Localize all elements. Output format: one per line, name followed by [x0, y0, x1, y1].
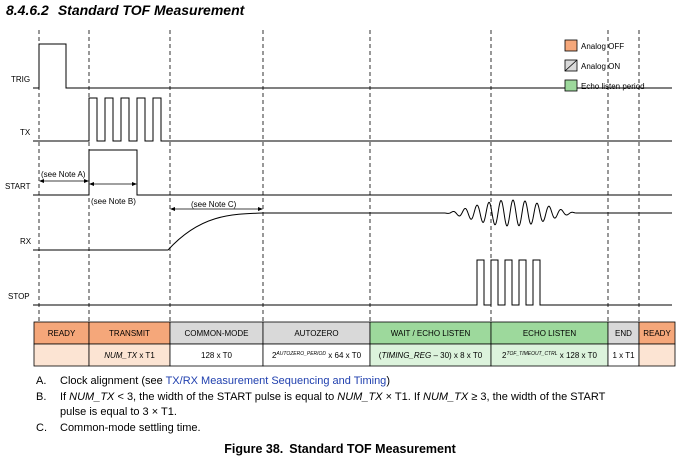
note-c-arrowhead-right — [258, 207, 263, 211]
legend-label-echo-listen: Echo listen period — [581, 82, 645, 91]
legend: Analog OFF Analog ON Echo listen period — [564, 39, 645, 92]
duration-echo-exponent: TOF_TIMEOUT_CTRL — [506, 351, 557, 357]
note-a-arrowhead-right — [84, 179, 89, 183]
duration-echo-listen: 2TOF_TIMEOUT_CTRL x 128 x T0 — [502, 351, 597, 360]
duration-transmit-var: NUM_TX — [104, 351, 138, 360]
signal-label-tx: TX — [20, 128, 31, 137]
note-c-arrowhead-left — [170, 207, 175, 211]
phase-label-wait-echo: WAIT / ECHO LISTEN — [391, 329, 471, 338]
duration-wait-var: TIMING_REG — [381, 351, 431, 360]
rx-echo-waveform — [443, 199, 672, 227]
phase-label-autozero: AUTOZERO — [294, 329, 338, 338]
rx-waveform — [33, 212, 444, 251]
note-b-text-4: ≥ 3, the width of the START — [468, 390, 606, 403]
duration-wait-rest: – 30) x 8 x T0 — [431, 351, 483, 360]
duration-transmit-rest: x T1 — [137, 351, 155, 360]
phase-label-common-mode: COMMON-MODE — [185, 329, 249, 338]
signal-label-trig: TRIG — [11, 75, 30, 84]
duration-end: 1 x T1 — [612, 351, 635, 360]
note-b-var-2: NUM_TX — [337, 390, 383, 403]
phase-guide-lines — [38, 30, 640, 322]
note-b-var-3: NUM_TX — [423, 390, 469, 403]
note-c: C. Common-mode settling time. — [36, 421, 636, 437]
note-c-annotation: (see Note C) — [191, 200, 237, 209]
note-b-arrowhead-left — [89, 182, 94, 186]
note-b-annotation: (see Note B) — [91, 197, 136, 206]
duration-wait: (TIMING_REG – 30) x 8 x T0 — [379, 351, 483, 360]
duration-common-mode: 128 x T0 — [201, 351, 233, 360]
figure-title: Standard TOF Measurement — [289, 442, 456, 456]
note-c-text: Common-mode settling time. — [60, 421, 201, 434]
note-c-letter: C. — [36, 421, 47, 434]
note-b-text-5: pulse is equal to 3 × T1. — [60, 406, 177, 418]
note-b-letter: B. — [36, 390, 47, 403]
note-b-text-1: If — [60, 390, 70, 403]
note-b-var-1: NUM_TX — [69, 390, 115, 403]
duration-wait-open: ( — [379, 351, 382, 360]
phase-label-echo-listen: ECHO LISTEN — [523, 329, 577, 338]
duration-autozero-exponent: AUTOZERO_PERIOD — [275, 351, 326, 357]
phase-label-ready: READY — [48, 329, 76, 338]
duration-autozero: 2AUTOZERO_PERIOD x 64 x T0 — [272, 351, 362, 360]
legend-swatch-echo-listen — [564, 79, 578, 92]
phase-label-end: END — [615, 329, 632, 338]
trig-waveform — [33, 43, 672, 89]
duration-ready-cell — [33, 343, 90, 367]
duration-ready-end-cell — [638, 343, 676, 367]
phase-table — [33, 321, 676, 367]
notes-list: A. Clock alignment (see TX/RX Measurement… — [36, 374, 636, 436]
note-a-arrowhead-left — [39, 179, 44, 183]
note-b: B. If NUM_TX < 3, the width of the START … — [36, 390, 636, 421]
phase-label-transmit: TRANSMIT — [109, 329, 150, 338]
start-waveform — [33, 149, 672, 196]
duration-autozero-base: 2 — [272, 351, 277, 360]
signal-label-start: START — [5, 182, 31, 191]
tx-waveform — [33, 97, 672, 142]
section-title: Standard TOF Measurement — [57, 2, 245, 18]
note-b-arrowhead-right — [132, 182, 137, 186]
legend-swatch-analog-on-slash — [564, 59, 578, 72]
duration-autozero-rest: x 64 x T0 — [326, 351, 362, 360]
duration-echo-base: 2 — [502, 351, 507, 360]
phase-label-ready-end: READY — [643, 329, 671, 338]
figure-caption: Figure 38. Standard TOF Measurement — [0, 442, 680, 456]
stop-waveform — [33, 259, 672, 306]
note-a-annotation: (see Note A) — [41, 170, 86, 179]
legend-label-analog-off: Analog OFF — [581, 42, 624, 51]
note-b-text-2: < 3, the width of the START pulse is equ… — [114, 390, 338, 403]
duration-transmit: NUM_TX x T1 — [104, 351, 155, 360]
note-a-link[interactable]: TX/RX Measurement Sequencing and Timing — [165, 375, 387, 387]
section-number: 8.4.6.2 — [6, 2, 49, 18]
note-b-text-3: × T1. If — [382, 390, 423, 403]
signal-label-rx: RX — [20, 237, 32, 246]
figure-number: Figure 38. — [224, 442, 284, 456]
signal-label-stop: STOP — [8, 292, 30, 301]
note-a-text: Clock alignment (see — [60, 375, 166, 387]
note-a: A. Clock alignment (see TX/RX Measurement… — [36, 374, 636, 390]
note-a-tail: ) — [386, 375, 390, 387]
duration-echo-rest: x 128 x T0 — [558, 351, 598, 360]
legend-label-analog-on: Analog ON — [581, 62, 620, 71]
legend-swatch-analog-off — [564, 39, 578, 52]
note-a-letter: A. — [36, 375, 47, 387]
section-heading: 8.4.6.2 Standard TOF Measurement — [6, 2, 244, 18]
